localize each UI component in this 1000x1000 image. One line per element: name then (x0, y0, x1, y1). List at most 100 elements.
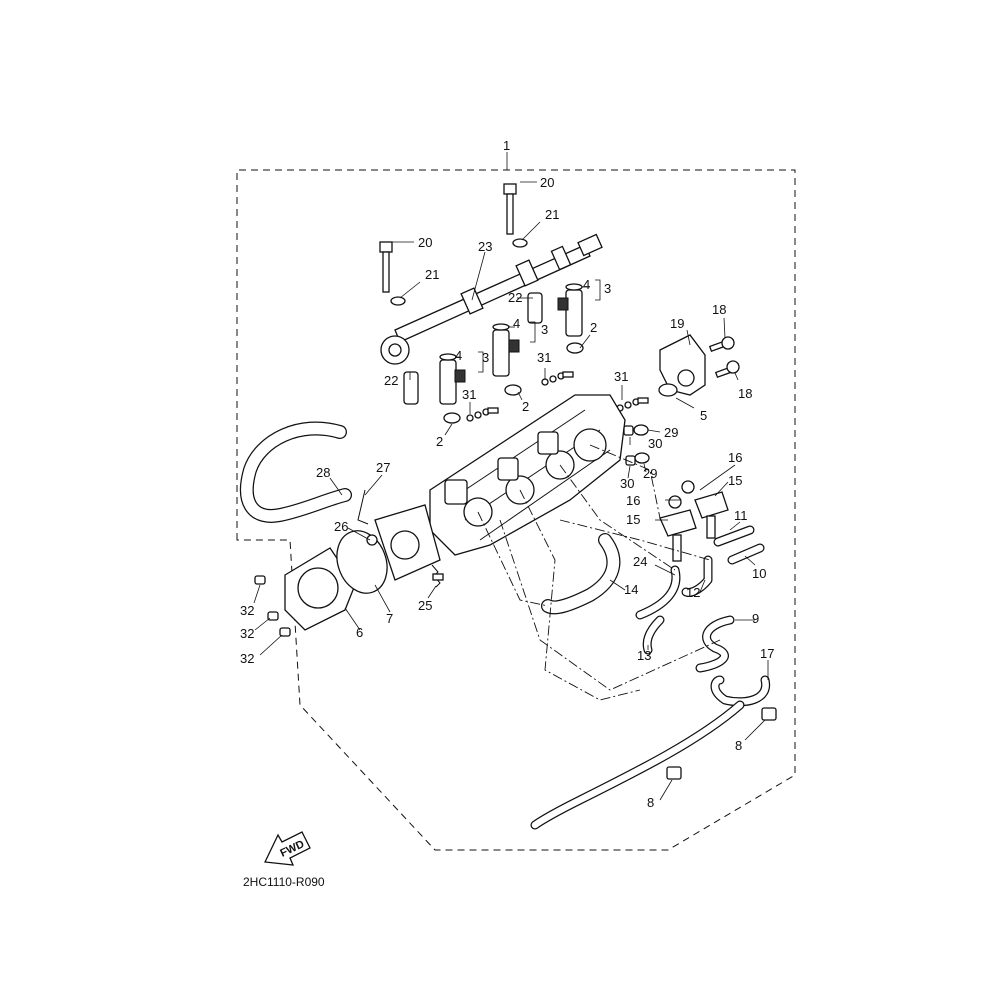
spring-25[interactable] (431, 564, 444, 588)
callout-30-upper[interactable]: 30 (648, 436, 662, 451)
cover-6[interactable] (284, 547, 356, 631)
fuel-rail[interactable] (380, 233, 603, 365)
clip-8-lower[interactable] (666, 766, 682, 780)
callout-8-lower[interactable]: 8 (647, 795, 654, 810)
cap-29-upper[interactable] (633, 424, 649, 436)
throttle-housing[interactable] (374, 504, 441, 581)
bolt-20-left[interactable] (379, 241, 393, 293)
callout-1[interactable]: 1 (503, 138, 510, 153)
hose-14[interactable] (541, 533, 621, 615)
callout-32-lower[interactable]: 32 (240, 651, 254, 666)
callout-2-right[interactable]: 2 (590, 320, 597, 335)
callout-9[interactable]: 9 (752, 611, 759, 626)
callout-4-center[interactable]: 4 (513, 316, 520, 331)
callout-24[interactable]: 24 (633, 554, 647, 569)
callout-20-left[interactable]: 20 (418, 235, 432, 250)
callout-10[interactable]: 10 (752, 566, 766, 581)
washer-21-left[interactable] (390, 296, 406, 306)
callout-16-upper[interactable]: 16 (728, 450, 742, 465)
plug-30-lower[interactable] (625, 455, 636, 466)
callout-3-center[interactable]: 3 (541, 322, 548, 337)
pressure-sensor-15-left[interactable] (659, 509, 697, 562)
leader-lines (253, 152, 769, 801)
screw-18-upper[interactable] (708, 336, 735, 353)
screw-set-31-left[interactable] (466, 407, 499, 422)
callout-22-left[interactable]: 22 (384, 373, 398, 388)
callout-6[interactable]: 6 (356, 625, 363, 640)
callout-29-lower[interactable]: 29 (643, 466, 657, 481)
callout-25[interactable]: 25 (418, 598, 432, 613)
callout-3-left[interactable]: 3 (482, 350, 489, 365)
callout-23[interactable]: 23 (478, 239, 492, 254)
spacer-22-center[interactable] (527, 292, 543, 324)
washer-21-upper[interactable] (512, 238, 528, 248)
seal-2-right[interactable] (566, 342, 584, 354)
hose-13[interactable] (642, 615, 665, 655)
hose-28[interactable] (239, 421, 352, 523)
gasket-7[interactable] (329, 524, 396, 601)
callout-22-center[interactable]: 22 (508, 290, 522, 305)
callout-2-left[interactable]: 2 (436, 434, 443, 449)
o-ring-5[interactable] (658, 383, 678, 397)
callout-16-lower[interactable]: 16 (626, 493, 640, 508)
callout-11[interactable]: 11 (734, 508, 748, 523)
screw-32-middle[interactable] (267, 611, 279, 621)
callout-3-right[interactable]: 3 (604, 281, 611, 296)
callout-15-lower[interactable]: 15 (626, 512, 640, 527)
callout-29-upper[interactable]: 29 (664, 425, 678, 440)
screw-32-lower[interactable] (279, 627, 291, 637)
callout-15-upper[interactable]: 15 (728, 473, 742, 488)
callout-32-upper[interactable]: 32 (240, 603, 254, 618)
plug-30-upper[interactable] (623, 425, 634, 436)
callout-14[interactable]: 14 (624, 582, 638, 597)
callout-28[interactable]: 28 (316, 465, 330, 480)
callout-4-right[interactable]: 4 (583, 277, 590, 292)
injector-3-right[interactable] (557, 283, 583, 337)
hose-17[interactable] (530, 675, 771, 830)
injector-3-center[interactable] (492, 323, 520, 377)
screw-set-31-center[interactable] (541, 371, 574, 386)
callout-5[interactable]: 5 (700, 408, 707, 423)
callout-18-upper[interactable]: 18 (712, 302, 726, 317)
throttle-position-sensor[interactable] (659, 334, 706, 396)
callout-7[interactable]: 7 (386, 611, 393, 626)
callout-18-lower[interactable]: 18 (738, 386, 752, 401)
hose-24[interactable] (635, 565, 681, 620)
callout-12[interactable]: 12 (686, 585, 700, 600)
seal-2-center[interactable] (504, 384, 522, 396)
callout-19[interactable]: 19 (670, 316, 684, 331)
callout-20-upper[interactable]: 20 (540, 175, 554, 190)
screw-18-lower[interactable] (714, 360, 740, 379)
spacer-22-left[interactable] (403, 371, 419, 405)
callout-31-left[interactable]: 31 (462, 387, 476, 402)
callout-31-right[interactable]: 31 (614, 369, 628, 384)
callout-13[interactable]: 13 (637, 648, 651, 663)
bracket-27[interactable] (357, 489, 369, 525)
joint-10[interactable] (727, 543, 765, 565)
callout-30-lower[interactable]: 30 (620, 476, 634, 491)
cap-29-lower[interactable] (634, 452, 650, 464)
pressure-sensor-15-right[interactable] (694, 491, 729, 539)
callout-8-upper[interactable]: 8 (735, 738, 742, 753)
throttle-body[interactable] (429, 394, 626, 556)
callout-2-center[interactable]: 2 (522, 399, 529, 414)
joint-11[interactable] (713, 525, 755, 547)
callout-4-left[interactable]: 4 (455, 348, 462, 363)
seal-2-left[interactable] (443, 412, 461, 424)
callout-32-middle[interactable]: 32 (240, 626, 254, 641)
bolt-20-upper[interactable] (503, 183, 517, 235)
callout-17[interactable]: 17 (760, 646, 774, 661)
stopper-26[interactable] (366, 534, 378, 546)
callout-21-upper[interactable]: 21 (545, 207, 559, 222)
callout-27[interactable]: 27 (376, 460, 390, 475)
callout-31-center[interactable]: 31 (537, 350, 551, 365)
injector-3-left[interactable] (439, 353, 466, 405)
screw-16-left[interactable] (668, 495, 682, 509)
hose-9[interactable] (695, 615, 735, 673)
screw-32-upper[interactable] (254, 575, 266, 585)
callout-21-left[interactable]: 21 (425, 267, 439, 282)
callout-26[interactable]: 26 (334, 519, 348, 534)
clip-8-upper[interactable] (761, 707, 777, 721)
hose-12[interactable] (681, 555, 713, 597)
screw-16-right[interactable] (681, 480, 695, 494)
